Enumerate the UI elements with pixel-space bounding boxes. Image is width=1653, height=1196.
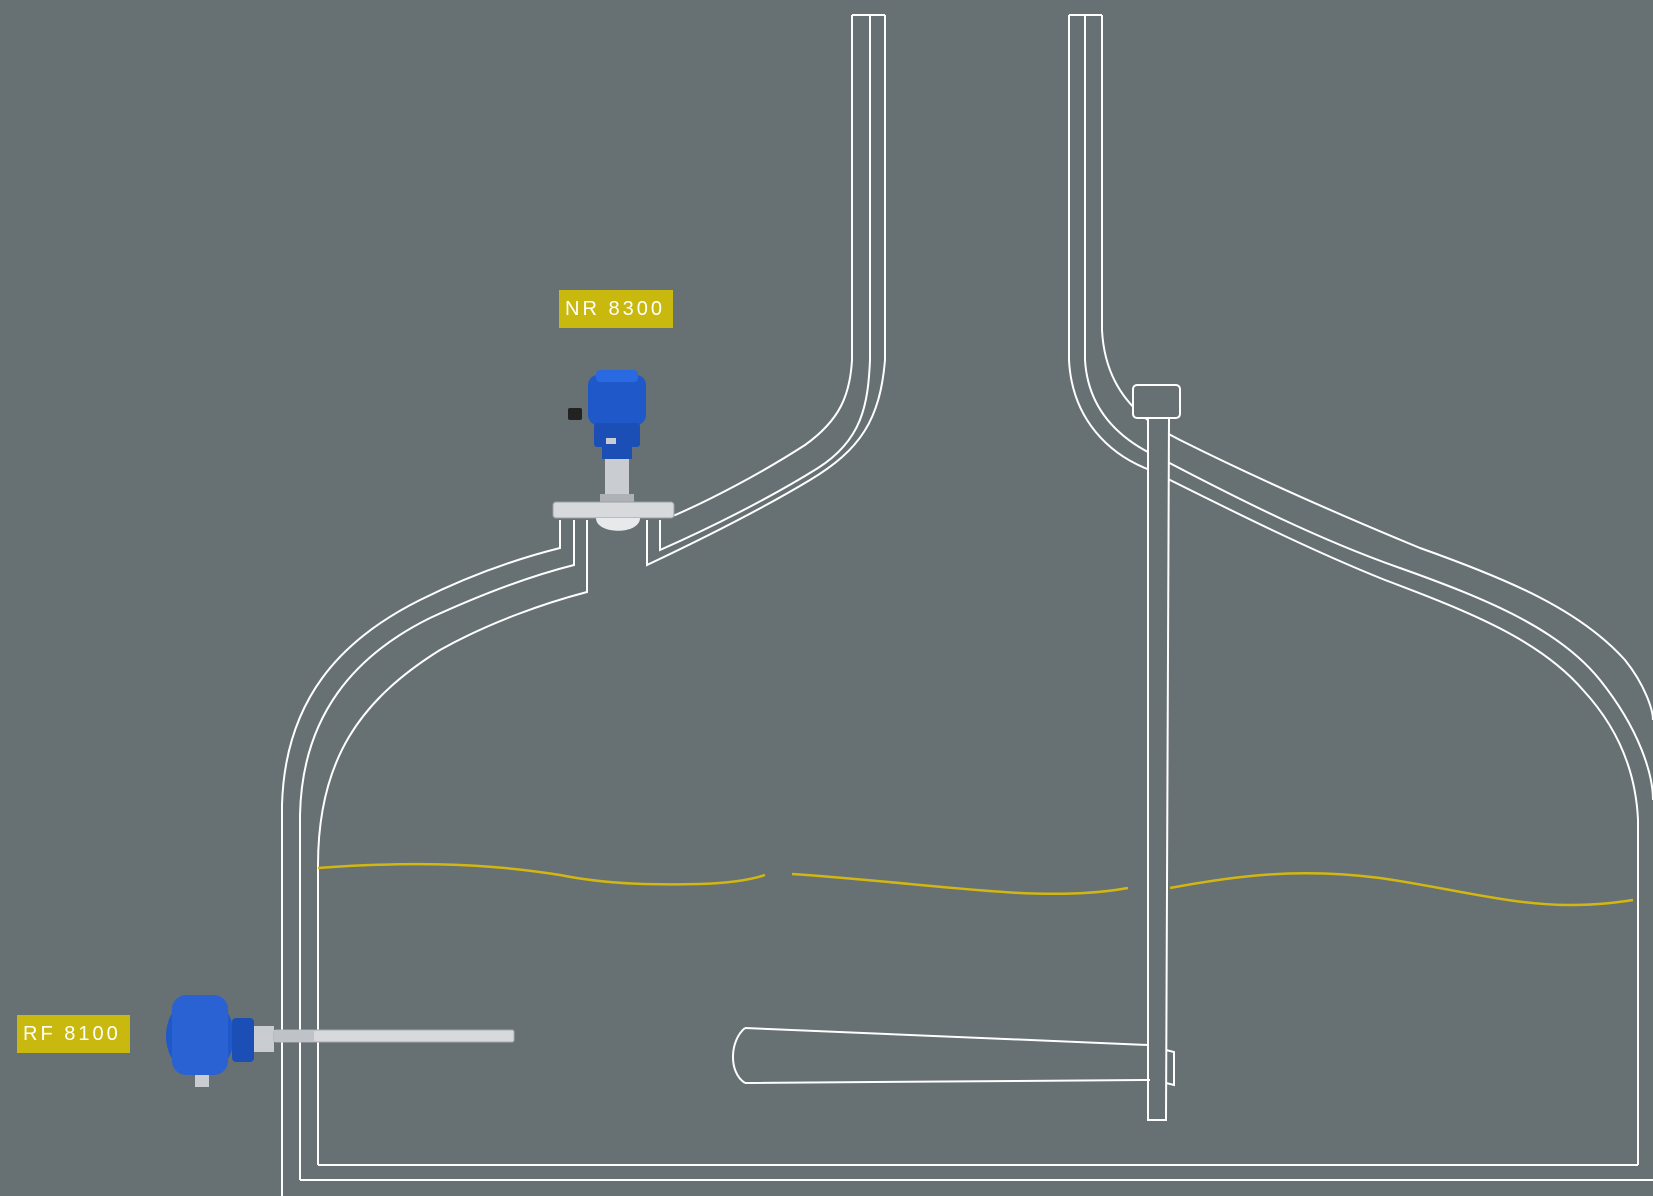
tank-wall <box>282 15 1653 1196</box>
agitator-motor-cap <box>1133 385 1180 418</box>
neck-right-outer <box>1102 15 1653 720</box>
agitator <box>733 385 1180 1120</box>
radar-level-transmitter-icon <box>553 370 674 531</box>
agitator-shaft <box>1148 418 1169 1120</box>
neck-left-inner <box>673 15 852 516</box>
agitator-blade <box>733 1028 1174 1085</box>
liquid-level-segment-3 <box>1170 873 1633 905</box>
liquid-level-segment-1 <box>318 864 765 884</box>
nozzle-right-outer <box>647 15 885 565</box>
tank-wall-left-middle <box>300 520 574 1180</box>
rf-8100-label: RF 8100 <box>17 1015 130 1053</box>
nr-8300-label: NR 8300 <box>559 290 673 328</box>
liquid-level <box>318 864 1633 905</box>
liquid-level-segment-2 <box>792 874 1128 894</box>
tank-wall-left-outer <box>282 520 560 1196</box>
rf-admittance-probe-icon <box>166 995 514 1087</box>
